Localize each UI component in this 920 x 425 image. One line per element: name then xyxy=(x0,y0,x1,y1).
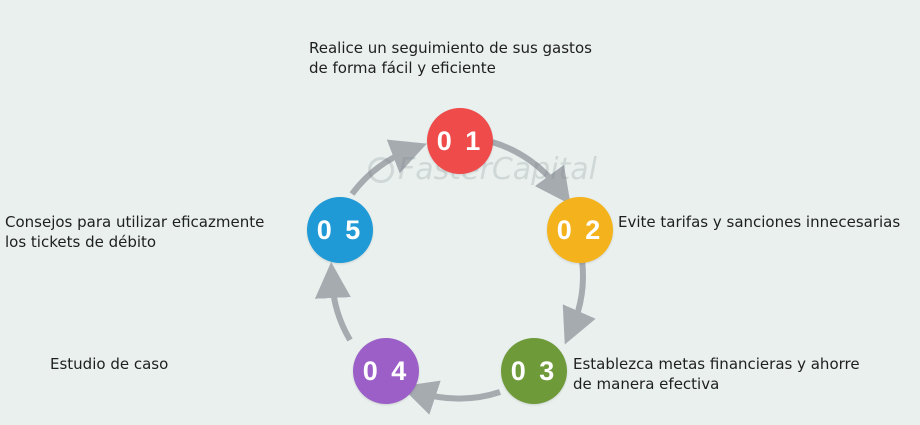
step-3-label: Establezca metas financieras y ahorre de… xyxy=(573,355,860,393)
step-5-number: 0 5 xyxy=(316,214,364,245)
watermark-logo-icon xyxy=(368,156,394,183)
step-2-label: Evite tarifas y sanciones innecesarias xyxy=(618,213,901,231)
step-4-circle: 0 4 xyxy=(353,338,419,404)
step-2-circle: 0 2 xyxy=(547,197,613,263)
arrow-3-4 xyxy=(400,380,501,415)
step-1-circle: 0 1 xyxy=(427,108,493,174)
step-2-number: 0 2 xyxy=(556,214,604,245)
step-5-label: Consejos para utilizar eficazmente los t… xyxy=(5,213,265,251)
arrow-1-2 xyxy=(491,139,571,205)
arrow-2-3 xyxy=(562,259,596,345)
step-5-circle: 0 5 xyxy=(307,197,373,263)
step-3-number: 0 3 xyxy=(510,355,558,386)
arrow-4-5 xyxy=(314,262,353,342)
step-3-circle: 0 3 xyxy=(501,338,567,404)
step-4-number: 0 4 xyxy=(362,355,410,386)
step-1-label: Realice un seguimiento de sus gastos de … xyxy=(309,39,592,77)
step-1-number: 0 1 xyxy=(436,125,484,156)
step-4-label: Estudio de caso xyxy=(50,355,169,373)
watermark-text: FasterCapital xyxy=(398,152,598,187)
